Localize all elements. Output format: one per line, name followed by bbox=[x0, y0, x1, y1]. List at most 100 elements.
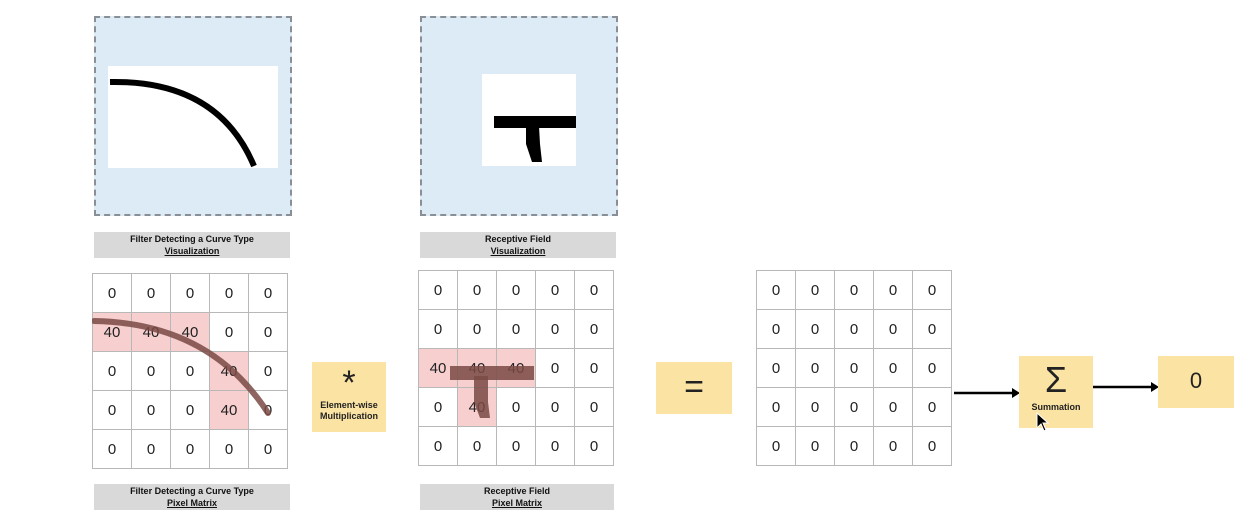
matrix-cell: 0 bbox=[834, 309, 874, 349]
matrix-cell: 0 bbox=[170, 351, 210, 391]
matrix-cell: 0 bbox=[131, 273, 171, 313]
multiply-symbol: * bbox=[342, 364, 356, 402]
matrix-cell: 0 bbox=[535, 348, 575, 388]
matrix-cell: 0 bbox=[912, 270, 952, 310]
receptive-matrix-caption: Receptive Field Pixel Matrix bbox=[420, 484, 614, 510]
matrix-cell: 40 bbox=[131, 312, 171, 352]
mouse-cursor-icon bbox=[1036, 412, 1050, 432]
matrix-cell: 0 bbox=[457, 426, 497, 466]
matrix-cell: 0 bbox=[574, 348, 614, 388]
matrix-cell: 0 bbox=[873, 348, 913, 388]
matrix-cell: 0 bbox=[92, 390, 132, 430]
matrix-cell: 0 bbox=[248, 273, 288, 313]
matrix-cell: 0 bbox=[418, 270, 458, 310]
matrix-cell: 0 bbox=[535, 309, 575, 349]
matrix-cell: 0 bbox=[756, 270, 796, 310]
matrix-cell: 0 bbox=[248, 351, 288, 391]
matrix-cell: 0 bbox=[496, 426, 536, 466]
output-value: 0 bbox=[1189, 368, 1203, 393]
matrix-cell: 0 bbox=[209, 312, 249, 352]
matrix-cell: 0 bbox=[873, 309, 913, 349]
matrix-cell: 0 bbox=[131, 351, 171, 391]
matrix-cell: 40 bbox=[92, 312, 132, 352]
matrix-cell: 0 bbox=[92, 273, 132, 313]
multiply-label-line2: Multiplication bbox=[320, 411, 378, 421]
matrix-cell: 0 bbox=[756, 426, 796, 466]
matrix-cell: 0 bbox=[92, 429, 132, 469]
matrix-cell: 0 bbox=[574, 426, 614, 466]
matrix-cell: 0 bbox=[170, 273, 210, 313]
matrix-cell: 0 bbox=[795, 426, 835, 466]
matrix-cell: 0 bbox=[912, 387, 952, 427]
receptive-field-visualization bbox=[420, 16, 618, 216]
receptive-viz-subtitle: Visualization bbox=[490, 246, 546, 256]
receptive-viz-title: Receptive Field bbox=[484, 234, 552, 244]
matrix-cell: 0 bbox=[418, 309, 458, 349]
matrix-cell: 0 bbox=[496, 387, 536, 427]
matrix-cell: 0 bbox=[248, 390, 288, 430]
matrix-cell: 0 bbox=[457, 270, 497, 310]
equals-symbol: = bbox=[684, 368, 704, 406]
summation-label: Summation bbox=[1031, 402, 1081, 412]
equals-box: = bbox=[656, 362, 732, 414]
multiply-label-line1: Element-wise bbox=[320, 400, 378, 410]
matrix-cell: 0 bbox=[873, 426, 913, 466]
matrix-cell: 0 bbox=[92, 351, 132, 391]
filter-matrix-subtitle: Pixel Matrix bbox=[166, 498, 218, 508]
matrix-cell: 0 bbox=[834, 387, 874, 427]
matrix-cell: 0 bbox=[248, 312, 288, 352]
matrix-cell: 0 bbox=[834, 426, 874, 466]
summation-box: Σ Summation bbox=[1019, 356, 1093, 428]
filter-matrix-caption: Filter Detecting a Curve Type Pixel Matr… bbox=[94, 484, 290, 510]
arrow-to-summation bbox=[954, 388, 1020, 398]
matrix-cell: 40 bbox=[457, 387, 497, 427]
matrix-cell: 0 bbox=[873, 387, 913, 427]
matrix-cell: 0 bbox=[248, 429, 288, 469]
matrix-cell: 0 bbox=[795, 387, 835, 427]
element-wise-multiplication-box: * Element-wise Multiplication bbox=[312, 362, 386, 432]
filter-viz-subtitle: Visualization bbox=[164, 246, 220, 256]
matrix-cell: 0 bbox=[834, 348, 874, 388]
matrix-cell: 40 bbox=[209, 351, 249, 391]
output-box: 0 bbox=[1158, 356, 1234, 408]
matrix-cell: 0 bbox=[535, 387, 575, 427]
receptive-field-image bbox=[482, 74, 576, 166]
matrix-cell: 0 bbox=[756, 309, 796, 349]
matrix-cell: 0 bbox=[170, 429, 210, 469]
filter-visualization-caption: Filter Detecting a Curve Type Visualizat… bbox=[94, 232, 290, 258]
matrix-cell: 0 bbox=[756, 387, 796, 427]
filter-curve-image bbox=[108, 66, 278, 168]
matrix-cell: 0 bbox=[457, 309, 497, 349]
matrix-cell: 0 bbox=[912, 348, 952, 388]
matrix-cell: 40 bbox=[496, 348, 536, 388]
sigma-symbol: Σ bbox=[1044, 359, 1068, 400]
matrix-cell: 0 bbox=[209, 429, 249, 469]
matrix-cell: 0 bbox=[535, 426, 575, 466]
matrix-cell: 40 bbox=[209, 390, 249, 430]
filter-viz-title: Filter Detecting a Curve Type bbox=[130, 234, 254, 244]
matrix-cell: 0 bbox=[535, 270, 575, 310]
matrix-cell: 0 bbox=[170, 390, 210, 430]
matrix-cell: 0 bbox=[795, 348, 835, 388]
matrix-cell: 40 bbox=[418, 348, 458, 388]
receptive-matrix-title: Receptive Field bbox=[483, 486, 551, 496]
matrix-cell: 0 bbox=[209, 273, 249, 313]
